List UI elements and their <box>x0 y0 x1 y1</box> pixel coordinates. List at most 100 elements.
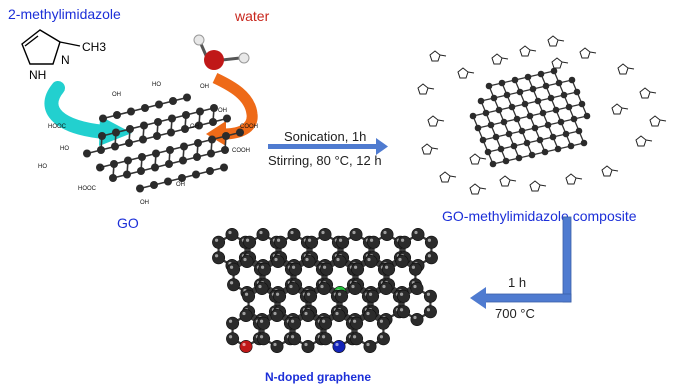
go-atom <box>99 114 107 123</box>
atom-highlight <box>260 265 265 269</box>
step1-condition-2: Stirring, 80 °C, 12 h <box>268 153 382 168</box>
carbon-atom <box>380 228 394 242</box>
go-functional-group: O <box>100 166 105 172</box>
go-atom <box>126 125 134 133</box>
go-functional-group: HOOC <box>48 124 67 130</box>
go-functional-group: OH <box>176 182 185 188</box>
composite-atom <box>549 133 557 141</box>
atom-highlight <box>335 342 339 347</box>
carbon-atom <box>302 255 316 269</box>
carbon-atom <box>227 262 241 276</box>
carbon-atom <box>319 316 333 330</box>
composite-atom <box>550 67 558 75</box>
atom-highlight <box>335 311 339 316</box>
imidazole-nh-text: NH <box>29 68 46 82</box>
atom-highlight <box>322 265 327 269</box>
atom-highlight <box>367 257 371 262</box>
carbon-atom <box>410 281 424 295</box>
go-atom <box>151 163 159 172</box>
atom-highlight <box>229 281 234 285</box>
go-atom <box>206 167 214 175</box>
go-atom <box>150 181 158 189</box>
atom-highlight <box>259 230 263 235</box>
go-atom <box>236 128 244 137</box>
carbon-atom <box>289 262 303 276</box>
go-functional-group: COOH <box>240 124 258 130</box>
go-atom <box>210 104 218 112</box>
carbon-atom <box>335 289 349 303</box>
go-atom <box>110 160 118 168</box>
atom-highlight <box>366 311 370 316</box>
imidazole-n-text: N <box>61 53 70 67</box>
composite-atom <box>557 118 565 126</box>
carbon-atom <box>376 332 390 346</box>
go-atom <box>125 139 133 147</box>
atom-highlight <box>321 319 326 323</box>
go-atom <box>221 146 229 154</box>
atom-highlight <box>366 342 370 347</box>
imidazole-methyl-bond <box>467 71 475 74</box>
imidazole-ring <box>635 135 647 147</box>
imidazole-ring <box>529 180 541 192</box>
water-label: water <box>235 8 270 24</box>
imidazole-methyl-bond <box>529 49 537 52</box>
composite-atom <box>526 112 534 120</box>
carbon-atom <box>350 332 364 346</box>
carbon-atom <box>332 308 346 322</box>
go-functional-group: HO <box>60 146 69 152</box>
go-atom <box>183 93 191 102</box>
carbon-atom <box>319 332 333 346</box>
carbon-atom <box>288 316 302 330</box>
atom-highlight <box>306 292 311 296</box>
atom-highlight <box>304 311 308 316</box>
atom-highlight <box>291 265 296 269</box>
carbon-atom <box>349 228 363 242</box>
imidazole-ring <box>565 173 577 185</box>
go-atom <box>109 174 117 182</box>
atom-highlight <box>243 257 247 262</box>
atom-highlight <box>307 238 312 242</box>
atom-highlight <box>379 335 384 339</box>
carbon-atom <box>304 289 318 303</box>
composite-atom <box>570 115 578 123</box>
imidazole-methyl-bond <box>431 147 439 150</box>
carbon-atom <box>225 228 239 242</box>
go-atom <box>179 156 187 165</box>
atom-highlight <box>321 335 326 339</box>
atom-highlight <box>289 284 293 289</box>
composite-atom <box>516 88 524 96</box>
composite-atom <box>505 130 513 138</box>
go-functional-group: OH <box>218 108 227 114</box>
carbon-atom <box>410 312 424 326</box>
go-atom <box>181 125 189 133</box>
go-functional-group: OH <box>200 84 209 90</box>
carbon-atom <box>227 278 241 292</box>
go-functional-group: OH <box>112 92 121 98</box>
composite-atom <box>521 100 529 108</box>
imidazole-methyl-bond <box>611 169 619 172</box>
go-atom <box>209 118 217 126</box>
go-atom <box>153 132 161 140</box>
atom-highlight <box>259 335 264 339</box>
composite-atom <box>560 91 568 99</box>
imidazole-structure <box>21 29 81 65</box>
imidazole-ring <box>547 35 559 47</box>
carbon-atom <box>397 305 411 319</box>
carbon-atom <box>351 262 365 276</box>
atom-highlight <box>426 308 431 312</box>
go-atom <box>137 167 145 175</box>
atom-highlight <box>304 342 308 347</box>
atom-highlight <box>258 284 262 289</box>
atom-highlight <box>414 230 418 235</box>
imidazole-glyph <box>565 173 583 185</box>
carbon-atom <box>398 235 412 249</box>
atom-highlight <box>259 319 264 323</box>
imidazole-glyph <box>579 47 597 59</box>
imidazole-ring <box>617 63 629 75</box>
carbon-atom <box>336 235 350 249</box>
imidazole-ring <box>649 115 661 127</box>
composite-atom <box>541 148 549 156</box>
composite-atom <box>567 142 575 150</box>
composite-atom <box>562 130 570 138</box>
